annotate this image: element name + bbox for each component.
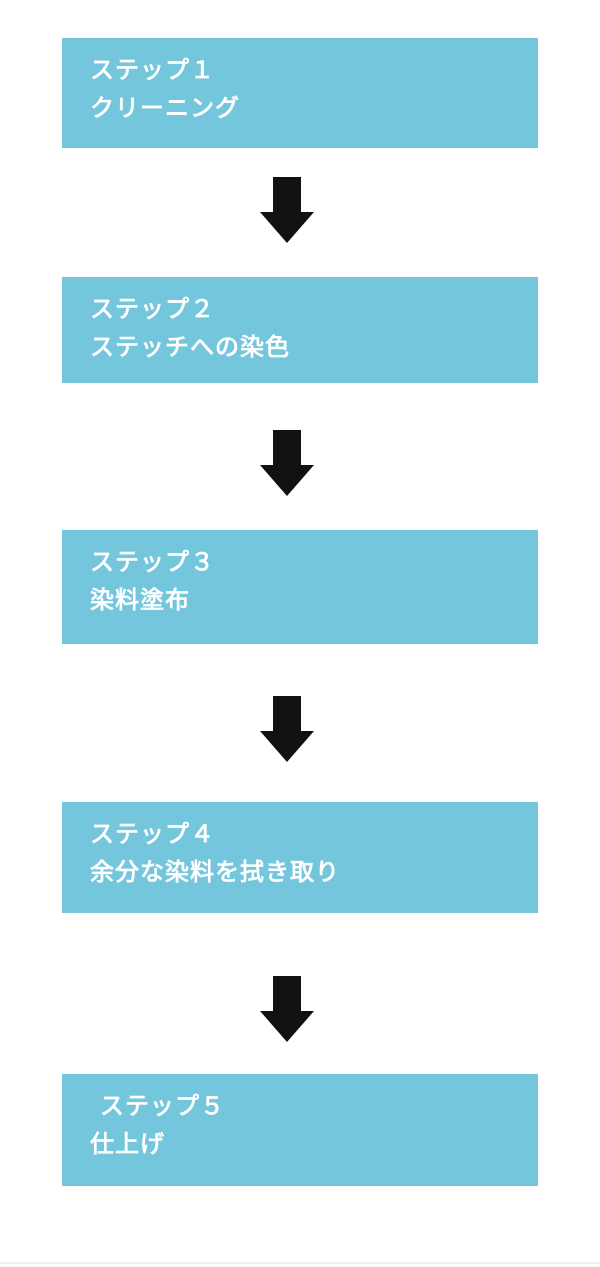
step-box-4: ステップ４ 余分な染料を拭き取り: [62, 802, 538, 913]
step-label: 仕上げ: [90, 1131, 165, 1158]
step-title: ステップ２: [90, 296, 215, 323]
step-label: クリーニング: [90, 95, 240, 122]
step-title: ステップ１: [90, 57, 215, 84]
step-label: 余分な染料を拭き取り: [90, 859, 340, 886]
step-label: 染料塗布: [90, 587, 190, 614]
step-box-5: ステップ５ 仕上げ: [62, 1074, 538, 1186]
step-title: ステップ５: [100, 1093, 225, 1120]
step-box-1: ステップ１ クリーニング: [62, 38, 538, 148]
down-arrow-icon: [260, 177, 314, 243]
step-title: ステップ３: [90, 549, 215, 576]
down-arrow-icon: [260, 696, 314, 762]
step-box-3: ステップ３ 染料塗布: [62, 530, 538, 644]
bottom-divider: [0, 1262, 600, 1264]
down-arrow-icon: [260, 430, 314, 496]
step-label: ステッチへの染色: [90, 334, 290, 361]
down-arrow-icon: [260, 976, 314, 1042]
step-title: ステップ４: [90, 821, 215, 848]
step-box-2: ステップ２ ステッチへの染色: [62, 277, 538, 383]
